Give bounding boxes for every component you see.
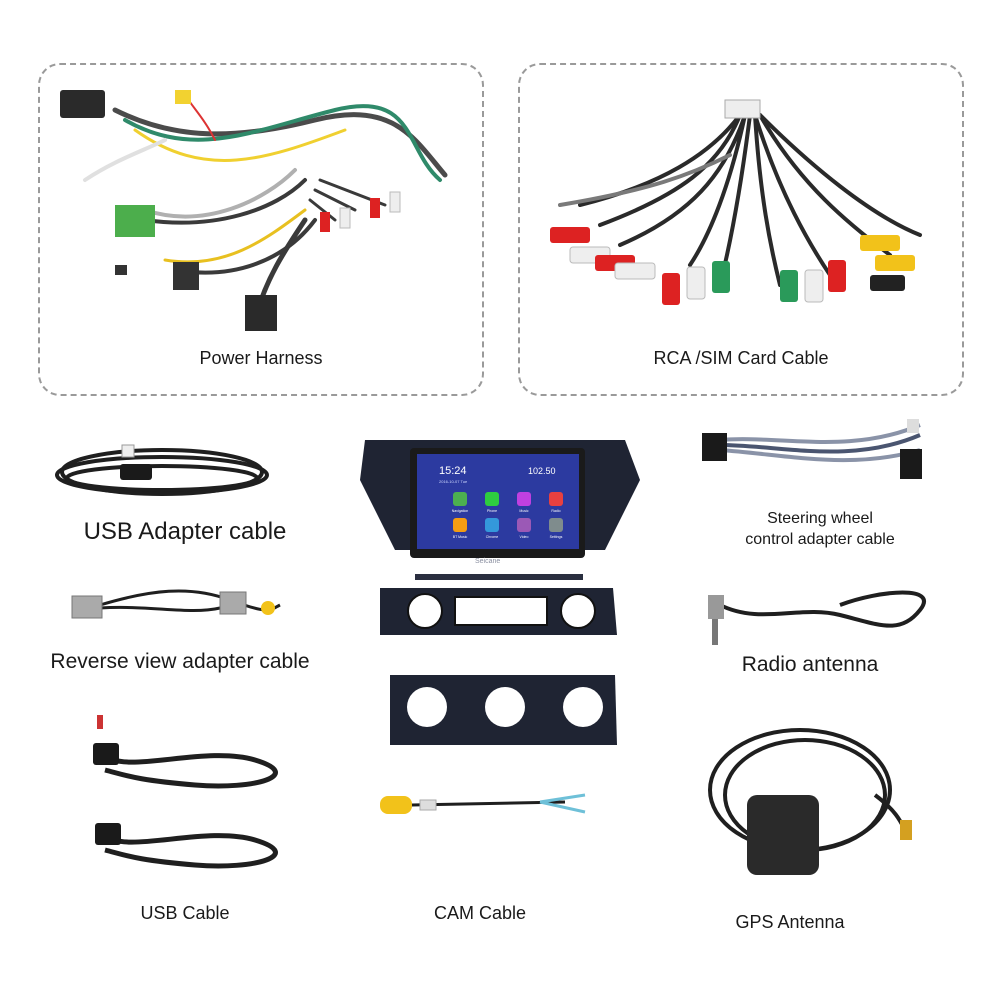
steering-adapter-image — [702, 419, 922, 479]
radio-antenna-image — [708, 590, 926, 645]
power-harness-image — [60, 90, 448, 331]
app-label: Radio — [551, 509, 560, 513]
app-icon-radio[interactable] — [549, 492, 563, 506]
steering-label-line2: control adapter cable — [745, 531, 895, 548]
radio-antenna-label: Radio antenna — [741, 653, 879, 676]
brand-mark: Seicane — [475, 558, 500, 565]
usb-cable-label: USB Cable — [140, 903, 230, 923]
rca-sim-label: RCA /SIM Card Cable — [653, 348, 829, 368]
head-unit-image: 15:24 102.50 2016-10-07 Tue Navigation Ph… — [360, 440, 640, 745]
power-harness-panel — [38, 63, 484, 396]
reverse-view-cable-image — [71, 589, 281, 619]
usb-adapter-cable-image — [55, 444, 269, 496]
screen-date: 2016-10-07 Tue — [439, 479, 468, 484]
cam-cable-image — [380, 793, 586, 814]
gps-antenna-image — [708, 728, 912, 875]
app-icon-settings[interactable] — [549, 518, 563, 532]
app-label: Video — [520, 535, 529, 539]
usb-cable-image — [93, 715, 278, 869]
app-label: BT Music — [453, 535, 468, 539]
app-icon-navigation[interactable] — [453, 492, 467, 506]
app-icon-video[interactable] — [517, 518, 531, 532]
rca-sim-image — [550, 99, 922, 305]
app-label: Navigation — [452, 509, 469, 513]
rca-sim-panel — [518, 63, 964, 396]
app-label: Music — [519, 509, 528, 513]
cam-cable-label: CAM Cable — [433, 903, 527, 923]
screen-time: 15:24 — [439, 465, 467, 477]
app-icon-phone[interactable] — [485, 492, 499, 506]
app-icon-chrome[interactable] — [485, 518, 499, 532]
reverse-view-label: Reverse view adapter cable — [50, 650, 310, 673]
app-icon-bt-music[interactable] — [453, 518, 467, 532]
usb-adapter-label: USB Adapter cable — [83, 518, 287, 545]
app-label: Phone — [487, 509, 497, 513]
power-harness-label: Power Harness — [199, 348, 323, 368]
gps-antenna-label: GPS Antenna — [735, 912, 845, 932]
steering-label-line1: Steering wheel — [767, 510, 873, 527]
app-label: Chrome — [486, 535, 499, 539]
app-label: Settings — [550, 535, 563, 539]
screen-freq: 102.50 — [528, 466, 556, 476]
app-icon-music[interactable] — [517, 492, 531, 506]
